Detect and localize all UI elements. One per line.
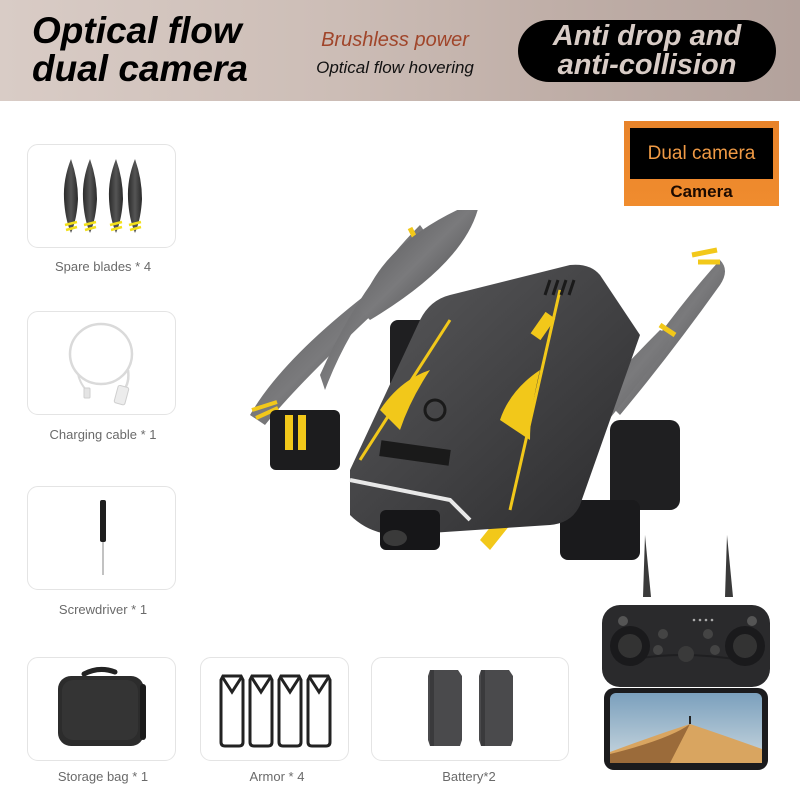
accessory-label-armor: Armor * 4 <box>249 769 305 784</box>
antenna-right <box>725 535 733 597</box>
accessory-label-storage-bag: Storage bag * 1 <box>57 769 149 784</box>
propeller-blades-icon <box>63 159 142 233</box>
feature-optical-flow-hovering: Optical flow hovering <box>316 58 474 77</box>
headline-line-2: dual camera <box>32 48 248 89</box>
battery-icon <box>428 670 513 746</box>
accessory-card-screwdriver <box>27 486 176 590</box>
power-button <box>678 646 694 662</box>
accessory-card-battery <box>371 657 569 761</box>
antenna-left <box>643 535 651 597</box>
drone-image <box>250 210 725 560</box>
pill-line-2: anti-collision <box>557 49 737 81</box>
headline-title: Optical flow dual camera <box>32 12 248 88</box>
propeller-guard-icon <box>219 674 332 748</box>
usb-cable-icon <box>68 322 134 406</box>
accessory-label-battery: Battery*2 <box>442 769 496 784</box>
feature-text: Brushless power Optical flow hovering <box>300 27 490 81</box>
accessory-card-charging-cable <box>27 311 176 415</box>
left-propellers <box>250 210 478 425</box>
pill-line-1: Anti drop and <box>552 20 742 52</box>
anti-collision-pill: Anti drop and anti-collision <box>518 20 776 82</box>
accessory-card-armor <box>200 657 349 761</box>
accessory-label-screwdriver: Screwdriver * 1 <box>58 602 148 617</box>
storage-bag-icon <box>58 666 146 746</box>
screwdriver-icon <box>100 500 106 575</box>
remote-controller-image <box>602 535 770 770</box>
accessory-card-storage-bag <box>27 657 176 761</box>
camera-badge: Dual camera Camera <box>624 121 779 206</box>
headline-line-1: Optical flow <box>32 10 242 51</box>
camera-badge-inner: Dual camera <box>630 128 773 179</box>
accessory-card-spare-blades <box>27 144 176 248</box>
camera-badge-label: Camera <box>670 182 733 201</box>
header-banner: Optical flow dual camera Brushless power… <box>0 0 800 101</box>
feature-brushless-power: Brushless power <box>321 29 469 51</box>
accessory-label-charging-cable: Charging cable * 1 <box>49 427 157 442</box>
accessory-label-spare-blades: Spare blades * 4 <box>54 259 152 274</box>
